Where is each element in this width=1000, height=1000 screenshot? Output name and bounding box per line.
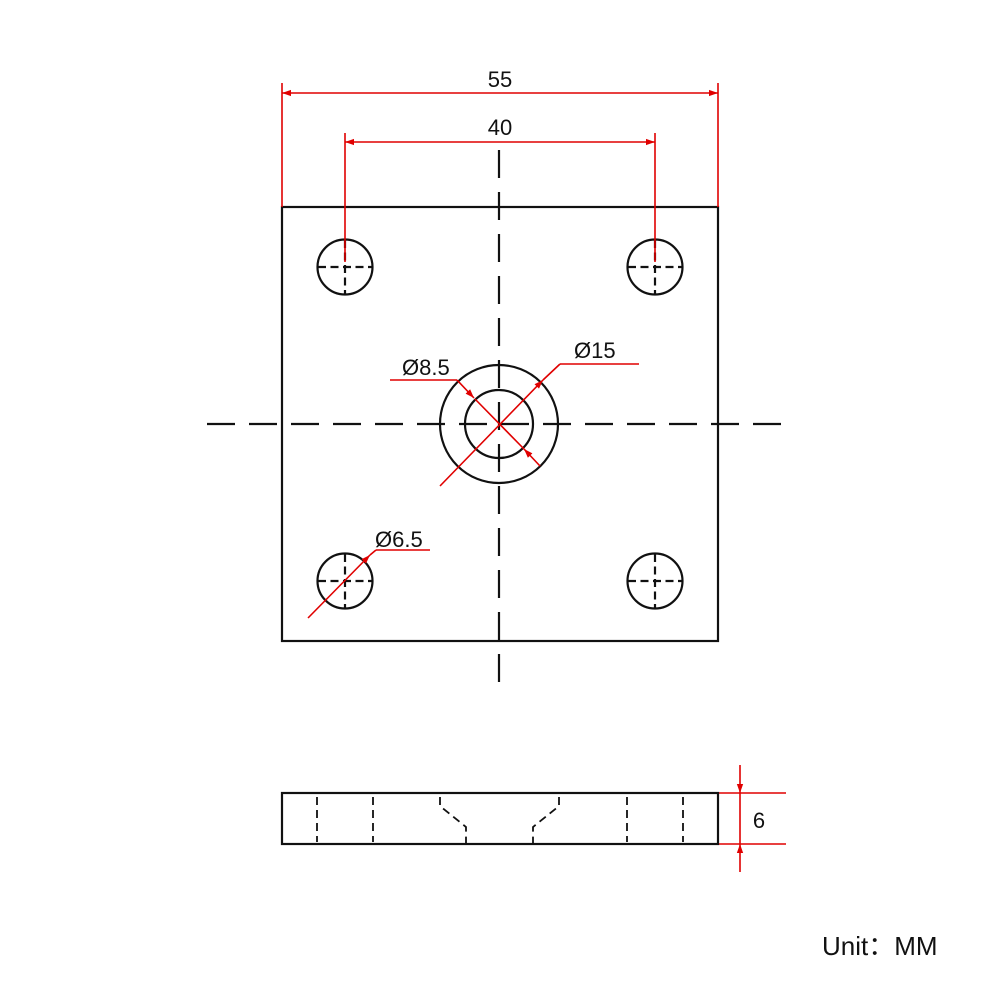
counterbore-hidden-right	[532, 797, 560, 844]
dim-label-40: 40	[488, 115, 512, 140]
dim-label-corner-hole: Ø6.5	[375, 527, 423, 552]
counterbore-hidden-left	[439, 797, 467, 844]
dim-label-55: 55	[488, 67, 512, 92]
unit-label: Unit：MM	[822, 931, 938, 961]
corner-hole-bottom-right	[626, 552, 684, 610]
dim-label-center-outer: Ø15	[574, 338, 616, 363]
leader-inner-85	[456, 379, 475, 399]
leader-hole-65-shelf	[369, 549, 377, 556]
leader-outer-15-shelf	[542, 363, 561, 381]
side-outline	[280, 791, 720, 846]
center-outer-circle	[438, 363, 560, 485]
center-inner-circle	[463, 388, 535, 460]
dimension-lines	[281, 83, 786, 872]
leader-inner-85-arrow2	[523, 448, 541, 467]
hidden-lines	[316, 797, 684, 844]
dim-label-center-inner: Ø8.5	[402, 355, 450, 380]
side-view	[280, 791, 720, 846]
dim-label-thickness: 6	[753, 808, 765, 833]
leader-outer-15	[439, 379, 544, 487]
leader-hole-65	[307, 554, 371, 619]
leader-inner-85-line	[474, 398, 525, 450]
